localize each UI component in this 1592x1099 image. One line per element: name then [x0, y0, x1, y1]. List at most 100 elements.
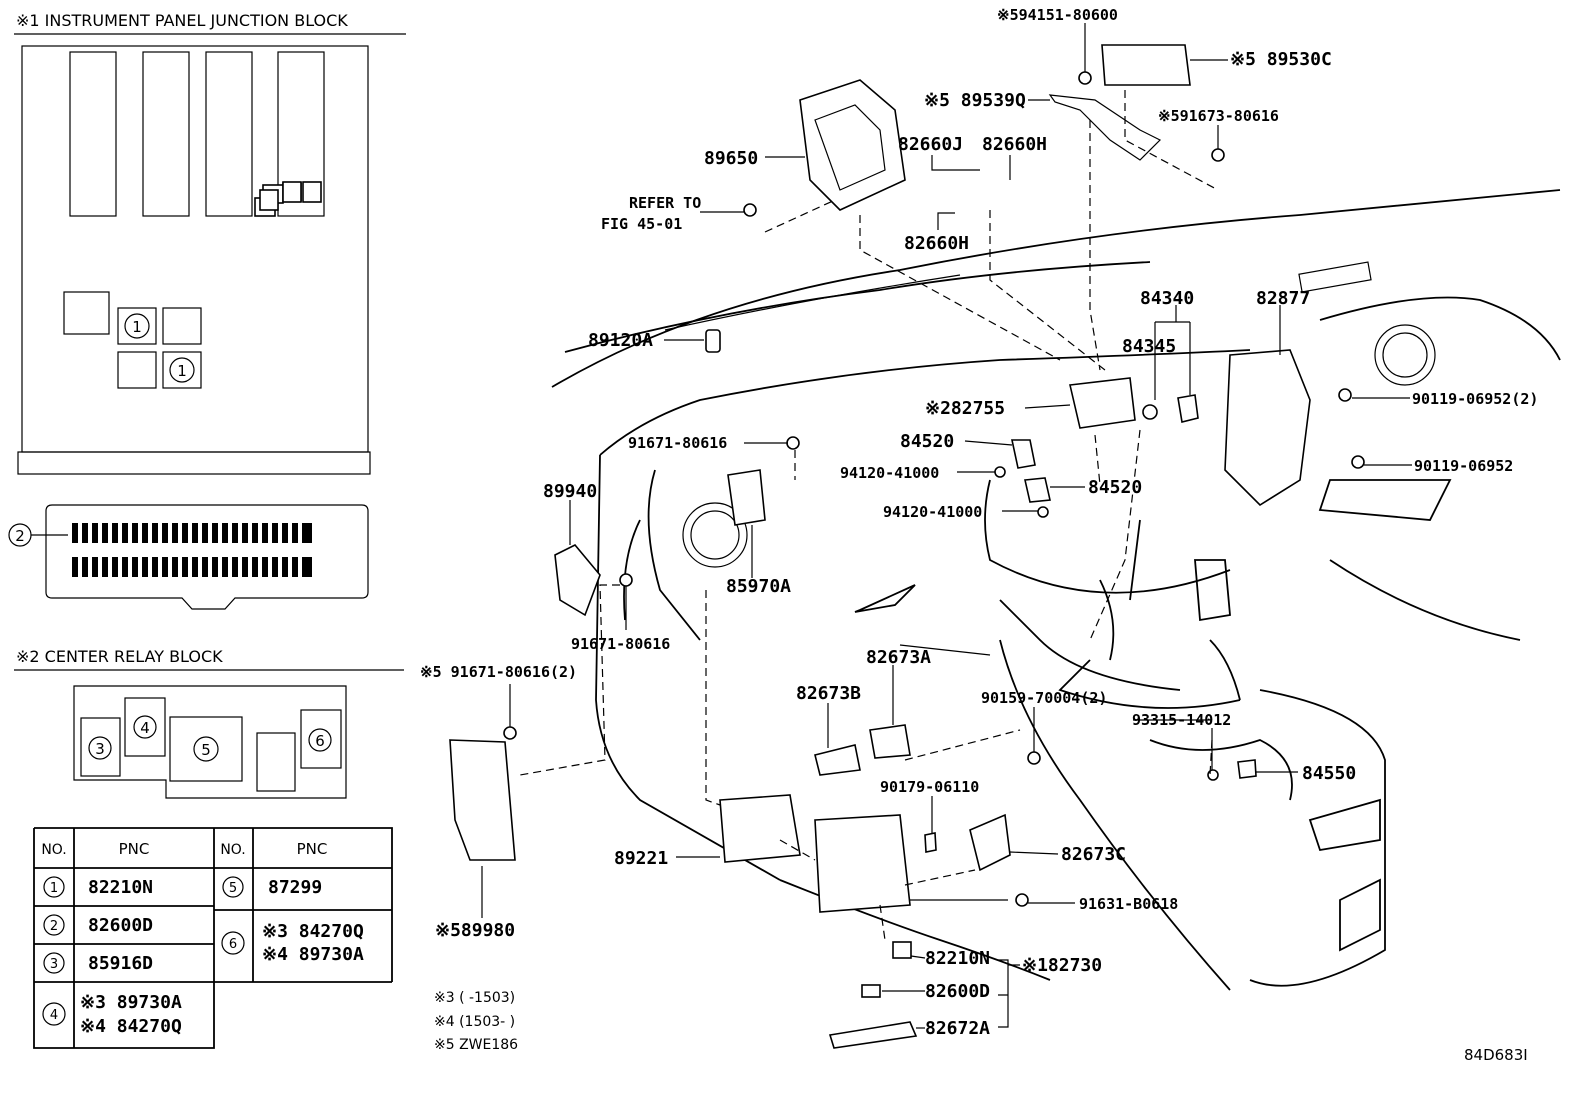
- table-header-pnc: PNC: [119, 840, 150, 858]
- crb-circle-3: 3: [95, 740, 105, 758]
- label-91671-80616-b: 91671-80616: [571, 635, 670, 653]
- label-82660H-2: 82660H: [904, 233, 969, 254]
- table-row-2-pnc: 82600D: [88, 915, 153, 936]
- label-82660J: 82660J: [898, 134, 963, 155]
- label-94120-41000-b: 94120-41000: [883, 503, 982, 521]
- connector-pins: [72, 523, 312, 577]
- part-89980-shape: [449, 739, 516, 861]
- part-84550-shape: [1237, 759, 1257, 779]
- label-89940: 89940: [543, 481, 597, 502]
- part-89120A-shape: [705, 329, 721, 353]
- table-row-5-pnc: 87299: [268, 877, 322, 898]
- part-82730-shape: [814, 814, 911, 913]
- label-91671-80616-a: 91671-80616: [628, 434, 727, 452]
- part-82673C-shape: [969, 813, 1011, 872]
- crb-circle-5: 5: [201, 741, 211, 759]
- junction-block-section: ※1 INSTRUMENT PANEL JUNCTION BLOCK 1 1 2: [8, 11, 406, 610]
- label-93315-14012: 93315-14012: [1132, 711, 1231, 729]
- crb-circle-4: 4: [140, 719, 150, 737]
- footnotes: ※3 ( -1503) ※4 (1503- ) ※5 ZWE186: [434, 990, 518, 1053]
- jb-circle-1a: 1: [132, 318, 142, 336]
- label-82210N: 82210N: [925, 948, 990, 969]
- part-89221-shape: [719, 794, 801, 863]
- jb-circle-1b: 1: [177, 362, 187, 380]
- part-82877-shape: [1224, 349, 1311, 507]
- label-91673-80616: ※591673-80616: [1158, 107, 1279, 125]
- label-91631-B0618: 91631-B0618: [1079, 895, 1178, 913]
- label-84340: 84340: [1140, 288, 1194, 309]
- part-89530C-shape: [1101, 44, 1191, 86]
- part-85970A-shape: [727, 469, 766, 526]
- note-5: ※5 ZWE186: [434, 1037, 518, 1053]
- part-82673A-shape: [869, 724, 911, 759]
- label-82673B: 82673B: [796, 683, 861, 704]
- label-84550: 84550: [1302, 763, 1356, 784]
- part-94151-80600-shape: [1078, 71, 1092, 85]
- part-82672A-shape: [828, 1021, 918, 1049]
- label-91671-80616-2: ※5 91671-80616(2): [420, 663, 577, 681]
- jb-circle-2: 2: [15, 527, 25, 545]
- label-82673A: 82673A: [866, 647, 931, 668]
- refer-to-text: REFER TO: [629, 194, 701, 212]
- part-89650-shape: [799, 79, 906, 211]
- table-row-6-no: 6: [229, 937, 237, 952]
- table-row-4-pnc-a: ※3 89730A: [80, 992, 182, 1013]
- note-3: ※3 ( -1503): [434, 990, 515, 1006]
- center-relay-block-section: ※2 CENTER RELAY BLOCK 3 4 5 6: [14, 647, 404, 799]
- label-82660H: 82660H: [982, 134, 1047, 155]
- label-89980: ※589980: [435, 920, 515, 941]
- label-84345: 84345: [1122, 336, 1176, 357]
- label-82755: ※282755: [925, 398, 1005, 419]
- assembly-dashed-lines: [519, 90, 1219, 941]
- figure-id: 84D683I: [1464, 1046, 1528, 1064]
- label-90159-70004: 90159-70004(2): [981, 689, 1107, 707]
- label-89650: 89650: [704, 148, 758, 169]
- table-row-6-pnc-a: ※3 84270Q: [262, 921, 364, 942]
- label-82877: 82877: [1256, 288, 1310, 309]
- label-94151-80600: ※594151-80600: [997, 6, 1118, 24]
- table-row-5-no: 5: [229, 881, 237, 896]
- label-82673C: 82673C: [1061, 844, 1126, 865]
- label-89120A: 89120A: [588, 330, 653, 351]
- callout-labels: ※594151-80600 ※5 89530C ※5 89539Q ※59167…: [420, 6, 1538, 1039]
- junction-block-title: ※1 INSTRUMENT PANEL JUNCTION BLOCK: [16, 11, 348, 30]
- pnc-table: NO. PNC NO. PNC 1 82210N 2 82600D 3 8591…: [33, 827, 393, 1049]
- part-82210N-shape: [892, 941, 912, 959]
- refer-fig-text: FIG 45-01: [601, 215, 682, 233]
- crb-circle-6: 6: [315, 732, 325, 750]
- part-89940-shape: [554, 544, 601, 617]
- table-row-3-pnc: 85916D: [88, 953, 153, 974]
- part-82673B-shape: [814, 744, 861, 776]
- label-84520-b: 84520: [1088, 477, 1142, 498]
- label-90119-06952-2: 90119-06952(2): [1412, 390, 1538, 408]
- dashboard-outline: [551, 189, 1561, 991]
- label-89539Q: ※5 89539Q: [924, 90, 1026, 111]
- table-row-1-no: 1: [50, 881, 58, 896]
- label-84520-a: 84520: [900, 431, 954, 452]
- table-row-4-pnc-b: ※4 84270Q: [80, 1016, 182, 1037]
- table-header-pnc-2: PNC: [297, 840, 328, 858]
- part-82755-shape: [1069, 377, 1136, 429]
- label-94120-41000-a: 94120-41000: [840, 464, 939, 482]
- label-89530C: ※5 89530C: [1230, 49, 1332, 70]
- label-82672A: 82672A: [925, 1018, 990, 1039]
- part-82600D-shape: [861, 984, 881, 998]
- table-row-4-no: 4: [50, 1008, 58, 1023]
- label-90179-06110: 90179-06110: [880, 778, 979, 796]
- label-82730: ※182730: [1022, 955, 1102, 976]
- leader-lines: [481, 23, 1412, 1029]
- note-4: ※4 (1503- ): [434, 1014, 515, 1030]
- table-header-no: NO.: [41, 842, 66, 858]
- parts: [254, 44, 1365, 1049]
- label-89221: 89221: [614, 848, 668, 869]
- table-row-2-no: 2: [50, 919, 58, 934]
- label-82600D: 82600D: [925, 981, 990, 1002]
- table-header-no-2: NO.: [220, 842, 245, 858]
- table-row-3-no: 3: [50, 957, 58, 972]
- label-85970A: 85970A: [726, 576, 791, 597]
- center-relay-block-title: ※2 CENTER RELAY BLOCK: [16, 647, 223, 666]
- table-row-1-pnc: 82210N: [88, 877, 153, 898]
- label-90119-06952: 90119-06952: [1414, 457, 1513, 475]
